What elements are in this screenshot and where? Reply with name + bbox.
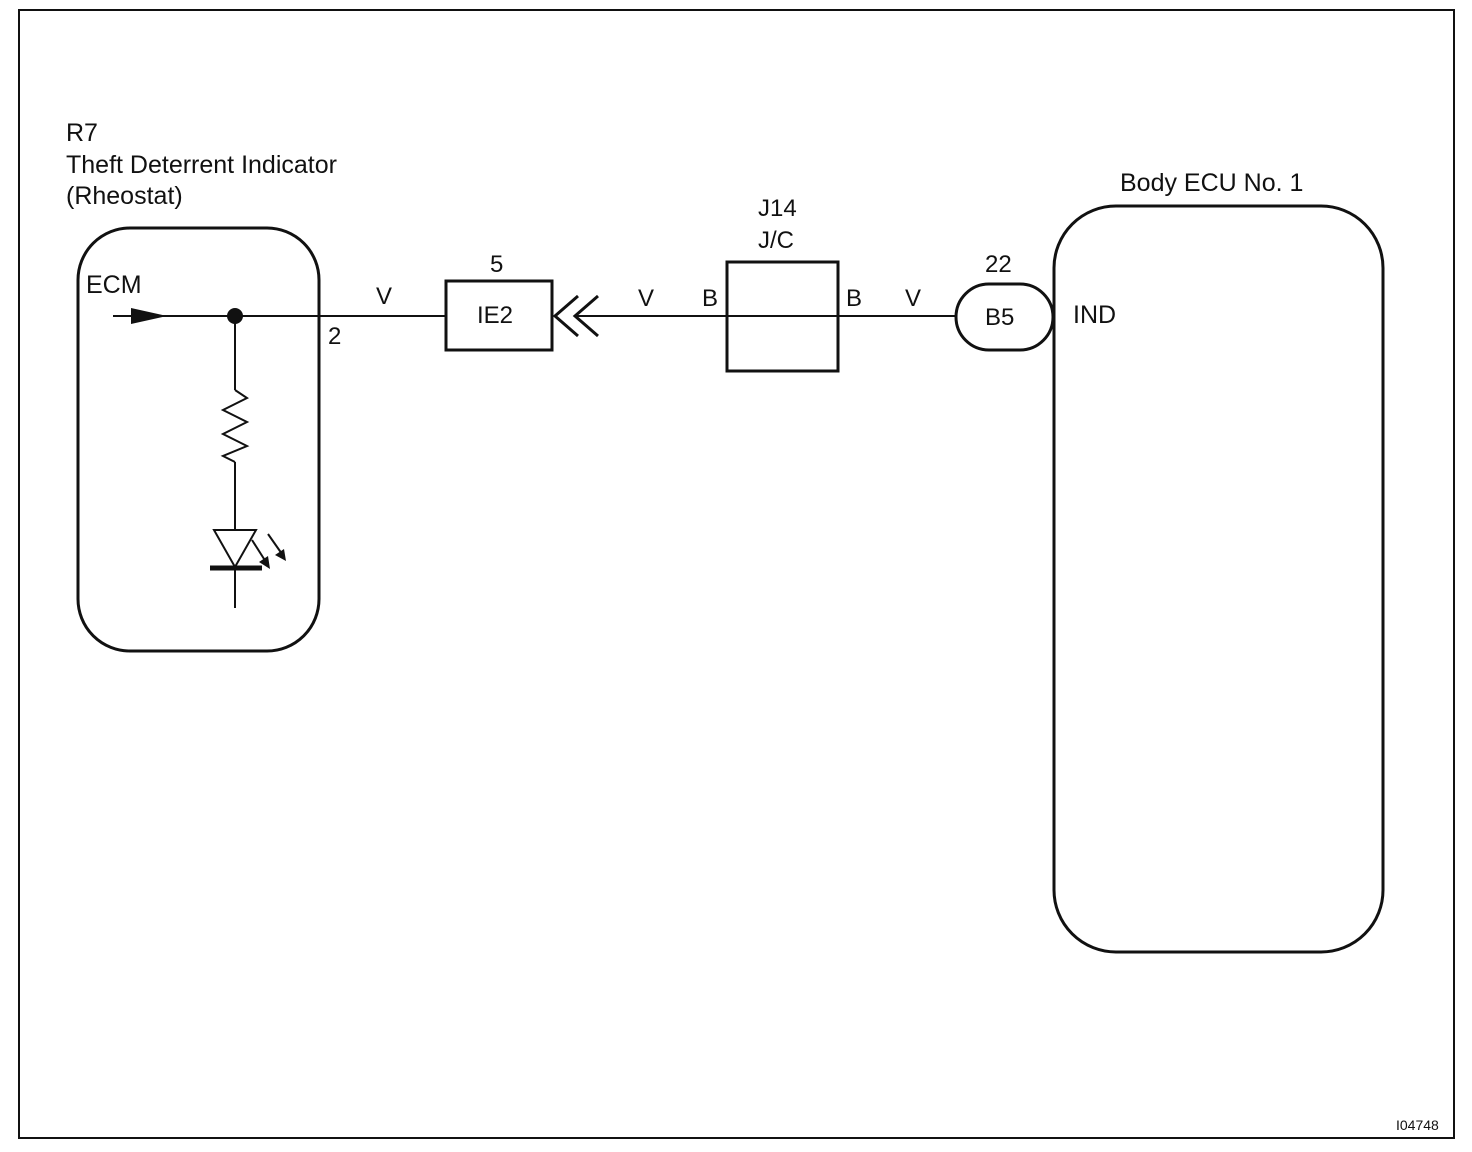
wire-color-2: V [638, 285, 654, 312]
ie2-box [444, 279, 554, 352]
j14-code: J14 [758, 195, 797, 222]
indicator-code: R7 [66, 119, 98, 147]
body-ecu: Body ECU No. 1 IND [1052, 169, 1385, 954]
indicator-component: R7 Theft Deterrent Indicator (Rheostat) … [66, 119, 341, 653]
j14-left-pin: B [702, 285, 718, 312]
junction-j14: J14 J/C B B [702, 195, 862, 373]
indicator-name: Theft Deterrent Indicator [66, 151, 337, 179]
connector-b5: 22 B5 [954, 251, 1055, 352]
indicator-sub: (Rheostat) [66, 182, 183, 210]
connector-ie2: 5 IE2 [444, 251, 599, 352]
ecm-label: ECM [86, 271, 142, 299]
diagram-frame [18, 9, 1455, 1139]
ie2-label: IE2 [477, 302, 513, 329]
ecu-body [1052, 204, 1385, 954]
indicator-pin: 2 [328, 323, 341, 350]
ecu-terminal: IND [1073, 301, 1116, 329]
led-icon [210, 529, 286, 608]
ecu-name: Body ECU No. 1 [1120, 169, 1303, 197]
figure-id: I04748 [1396, 1117, 1439, 1133]
wire-color-3: V [905, 285, 921, 312]
ie2-pin: 5 [490, 251, 503, 278]
j14-right-pin: B [846, 285, 862, 312]
resistor-icon [220, 316, 250, 530]
j14-name: J/C [758, 227, 794, 254]
wire-color-1: V [376, 283, 392, 310]
indicator-body [76, 226, 321, 653]
b5-pin: 22 [985, 251, 1012, 278]
b5-label: B5 [985, 304, 1014, 331]
